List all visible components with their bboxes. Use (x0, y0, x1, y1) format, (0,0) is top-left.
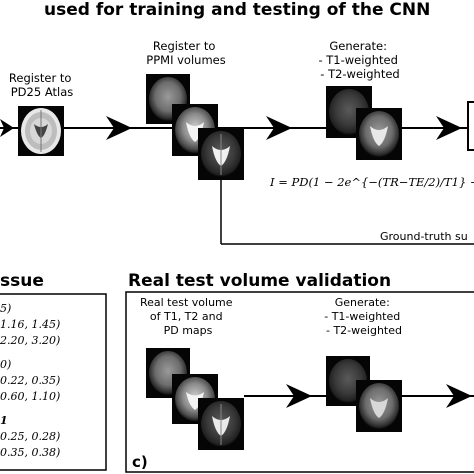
step-real-line-2: of T1, T2 and (150, 310, 223, 323)
real-brain-stack (146, 348, 244, 450)
step-ppmi-line-2: PPMI volumes (146, 53, 225, 67)
signal-equation: I = PD(1 − 2e^{−(TR−TE/2)/T1} + e^{−TR/T… (269, 175, 474, 189)
step-atlas-line-1: Register to (9, 71, 72, 85)
generate-a-item-2: - T2-weighted (320, 67, 399, 81)
step-atlas-line-2: PD25 Atlas (11, 85, 74, 99)
cnn-box (467, 101, 474, 151)
panel-b-row-9: 0.35, 0.38) (0, 446, 60, 459)
panel-b-row-5: 0.22, 0.35) (0, 374, 60, 387)
ppmi-brain-stack (146, 74, 244, 180)
panel-c-tag: c) (132, 453, 148, 471)
generate-c-item-1: - T1-weighted (324, 310, 400, 323)
step-real-line-3: PD maps (164, 324, 213, 337)
panel-b-row-6: 0.60, 1.10) (0, 390, 60, 403)
generated-t2-brain (356, 108, 402, 160)
step-real-line-1: Real test volume (140, 296, 233, 309)
panel-b-values: 5) 1.16, 1.45) 2.20, 3.20) 0) 0.22, 0.35… (0, 302, 60, 459)
panel-c-arrow-head-2 (446, 384, 472, 408)
generate-c-heading: Generate: (335, 296, 390, 309)
step-ppmi-line-1: Register to (153, 39, 216, 53)
panel-c-box (125, 291, 474, 473)
panel-c-title: Real test volume validation (128, 271, 391, 291)
step-real-label: Real test volume of T1, T2 and PD maps (140, 296, 236, 337)
ppmi-brain-3 (198, 128, 244, 180)
panel-b-row-7: 1 (0, 414, 8, 427)
generate-a-item-1: - T1-weighted (318, 53, 397, 67)
ground-truth-label: Ground-truth su (380, 230, 468, 243)
real-brain-3 (198, 398, 244, 450)
generate-a-label: Generate: - T1-weighted - T2-weighted (318, 39, 401, 81)
generated-brain-stack-a (326, 86, 402, 160)
panel-b-row-8: 0.25, 0.28) (0, 430, 60, 443)
generated-brain-stack-c (326, 356, 402, 432)
generate-c-label: Generate: - T1-weighted - T2-weighted (324, 296, 404, 337)
panel-b-box (0, 293, 107, 471)
arrow-head-2 (106, 116, 132, 140)
panel-b-row-2: 1.16, 1.45) (0, 318, 60, 331)
atlas-brain-image (18, 106, 64, 156)
step-ppmi-label: Register to PPMI volumes (146, 39, 225, 67)
generate-c-item-2: - T2-weighted (326, 324, 402, 337)
panel-b-title: ssue (0, 271, 44, 291)
panel-a-title: used for training and testing of the CNN (44, 0, 430, 20)
panel-b-row-4: 0) (0, 358, 11, 371)
generate-a-heading: Generate: (329, 39, 387, 53)
arrow-head-4 (436, 116, 462, 140)
arrow-head-1 (0, 119, 14, 137)
arrow-head-3 (266, 116, 292, 140)
step-atlas-label: Register to PD25 Atlas (9, 71, 75, 99)
panel-b-row-3: 2.20, 3.20) (0, 334, 60, 347)
panel-c-arrow-head-1 (286, 384, 312, 408)
panel-b-row-1: 5) (0, 302, 11, 315)
generated-c-t2-brain (356, 380, 402, 432)
